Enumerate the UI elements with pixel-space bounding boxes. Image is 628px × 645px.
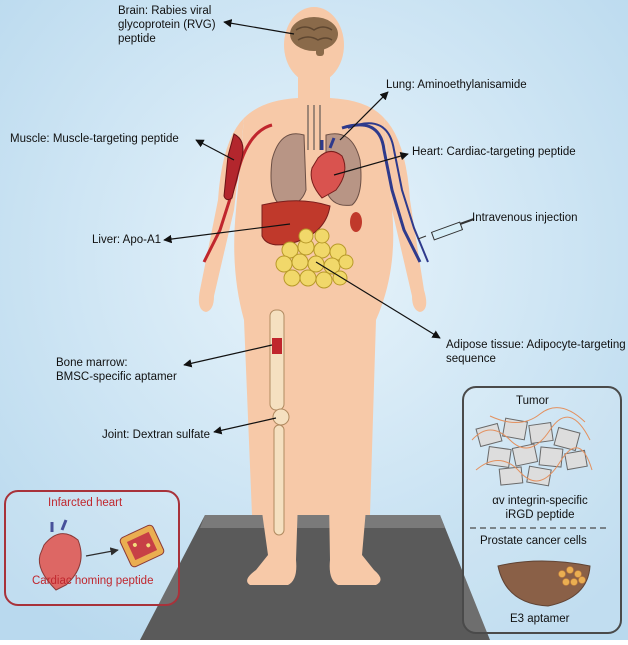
label-bone-marrow-line2: BMSC-specific aptamer — [56, 371, 177, 383]
trachea-icon — [307, 105, 321, 150]
label-brain-line1: Brain: Rabies viral — [118, 5, 212, 17]
label-liver: Liver: Apo-A1 — [92, 234, 162, 246]
infarcted-heart-box — [4, 490, 180, 606]
arrow-heart — [333, 152, 409, 176]
muscle-icon — [223, 133, 244, 201]
liver-icon — [261, 200, 331, 246]
arrow-adipose — [315, 261, 441, 339]
label-bone-marrow: Bone marrow: BMSC-specific aptamer — [56, 356, 177, 384]
tumor-peptide: αv integrin-specific iRGD peptide — [472, 494, 608, 522]
label-brain-line3: peptide — [118, 33, 156, 45]
arrow-muscle — [195, 139, 235, 161]
label-bone-marrow-line1: Bone marrow: — [56, 357, 128, 369]
arrow-lung — [339, 91, 389, 141]
label-adipose-line2: sequence — [446, 353, 496, 365]
label-adipose: Adipose tissue: Adipocyte-targeting sequ… — [446, 338, 626, 366]
brain-icon — [290, 17, 338, 56]
label-heart: Heart: Cardiac-targeting peptide — [412, 146, 576, 158]
tumor-illustration — [470, 407, 608, 607]
tumor-peptide-line1: αv integrin-specific — [492, 495, 588, 507]
label-adipose-line1: Adipose tissue: Adipocyte-targeting — [446, 339, 626, 351]
adipose-icon — [275, 228, 354, 289]
bone-marrow-icon — [272, 338, 282, 354]
label-muscle: Muscle: Muscle-targeting peptide — [10, 133, 179, 145]
prostate-title: Prostate cancer cells — [480, 535, 587, 547]
infarcted-heart-title: Infarcted heart — [48, 497, 123, 509]
label-brain-line2: glycoprotein (RVG) — [118, 19, 216, 31]
arrow-liver — [163, 223, 291, 244]
label-injection: Intravenous injection — [472, 212, 578, 224]
cardiac-homing-caption: Cardiac homing peptide — [32, 575, 154, 587]
arrow-bone-marrow — [183, 344, 273, 368]
bone-icon — [269, 309, 290, 536]
infarct-illustration — [38, 519, 165, 591]
heart-icon — [310, 137, 346, 199]
arrow-brain — [223, 19, 295, 35]
label-joint: Joint: Dextran sulfate — [102, 429, 211, 441]
label-brain: Brain: Rabies viral glycoprotein (RVG) p… — [118, 4, 216, 46]
tumor-box — [462, 386, 622, 634]
e3-aptamer-label: E3 aptamer — [510, 613, 570, 625]
kidney-icon — [350, 212, 362, 232]
tumor-title: Tumor — [516, 395, 549, 407]
label-lung: Lung: Aminoethylanisamide — [386, 79, 527, 91]
tumor-peptide-line2: iRGD peptide — [505, 509, 575, 521]
syringe-icon — [417, 218, 475, 241]
platform — [140, 515, 490, 640]
arrow-joint — [213, 417, 277, 435]
